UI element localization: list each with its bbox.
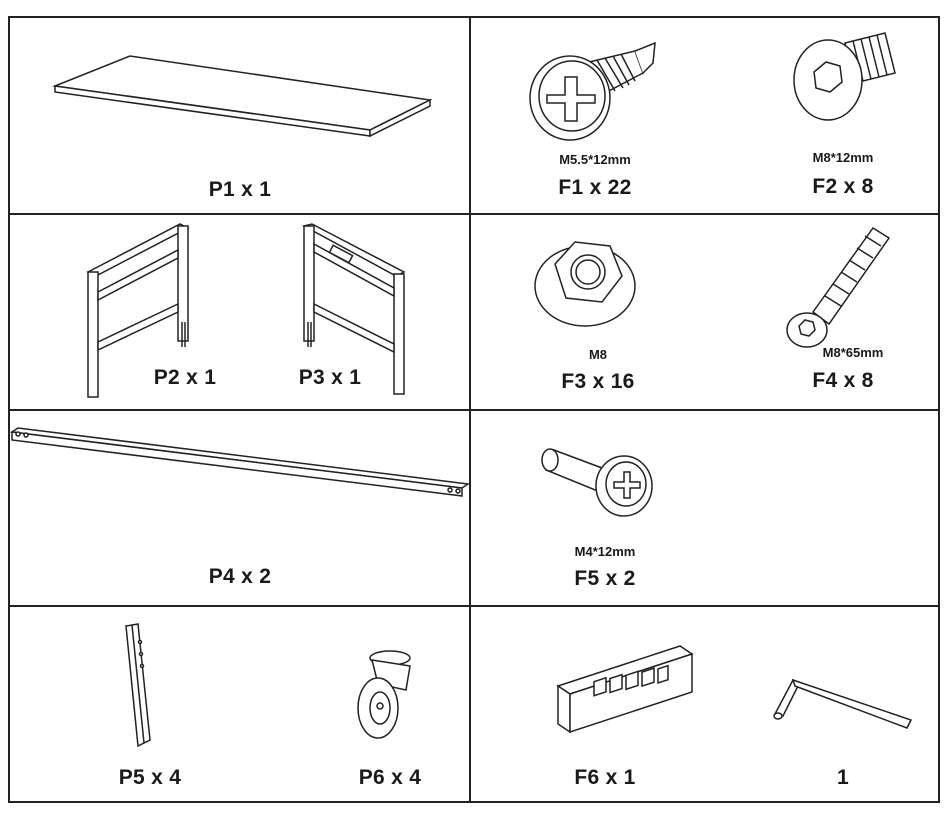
- cell-p5-p6: P5 x 4 P6 x 4: [10, 606, 470, 802]
- label-p4: P4 x 2: [208, 565, 272, 588]
- spec-f5: M4*12mm: [574, 544, 636, 559]
- spec-f3: M8: [588, 347, 608, 362]
- label-f6: F6 x 1: [574, 766, 636, 789]
- cell-p2-p3: P2 x 1 P3 x 1: [10, 214, 470, 410]
- label-p3: P3 x 1: [298, 366, 362, 389]
- label-f2: F2 x 8: [812, 175, 874, 198]
- spec-f4: M8*65mm: [822, 345, 884, 360]
- cross-rail-icon: [10, 426, 470, 506]
- power-strip-icon: [550, 636, 700, 746]
- hex-key-icon: [765, 676, 915, 736]
- grid-divider-row-3: [10, 605, 938, 607]
- cell-p4: P4 x 2: [10, 410, 470, 606]
- tabletop-board-icon: [50, 48, 440, 138]
- phillips-screw-icon: [525, 33, 665, 143]
- leg-frame-p3-icon: [300, 222, 410, 402]
- label-hex-key: 1: [837, 766, 849, 789]
- spec-f1: M5.5*12mm: [559, 152, 631, 167]
- cell-f1-f2: M5.5*12mm F1 x 22 M8*12mm F2 x 8: [470, 18, 940, 214]
- label-p2: P2 x 1: [153, 366, 217, 389]
- cell-f3-f4: M8 F3 x 16 M8*65mm F4 x 8: [470, 214, 940, 410]
- cell-p1: P1 x 1: [10, 18, 470, 214]
- label-p6: P6 x 4: [358, 766, 422, 789]
- grid-divider-row-1: [10, 213, 938, 215]
- parts-list-grid: P1 x 1 M5.5*12mm F1 x 22: [8, 16, 940, 803]
- leg-frame-p2-icon: [80, 222, 195, 402]
- label-f5: F5 x 2: [574, 567, 636, 590]
- label-f3: F3 x 16: [561, 370, 635, 393]
- countersunk-screw-icon: [540, 434, 660, 524]
- label-p5: P5 x 4: [118, 766, 182, 789]
- caster-wheel-icon: [350, 646, 430, 746]
- grid-divider-row-2: [10, 409, 938, 411]
- hex-socket-bolt-icon: [790, 28, 900, 138]
- label-f1: F1 x 22: [558, 176, 632, 199]
- label-f4: F4 x 8: [812, 369, 874, 392]
- leg-extension-bar-icon: [120, 622, 160, 752]
- label-p1: P1 x 1: [208, 178, 272, 201]
- flange-nut-icon: [530, 224, 640, 334]
- cell-f5: M4*12mm F5 x 2: [470, 410, 940, 606]
- spec-f2: M8*12mm: [812, 150, 874, 165]
- long-hex-bolt-icon: [785, 220, 895, 350]
- cell-f6-tool: F6 x 1 1: [470, 606, 940, 802]
